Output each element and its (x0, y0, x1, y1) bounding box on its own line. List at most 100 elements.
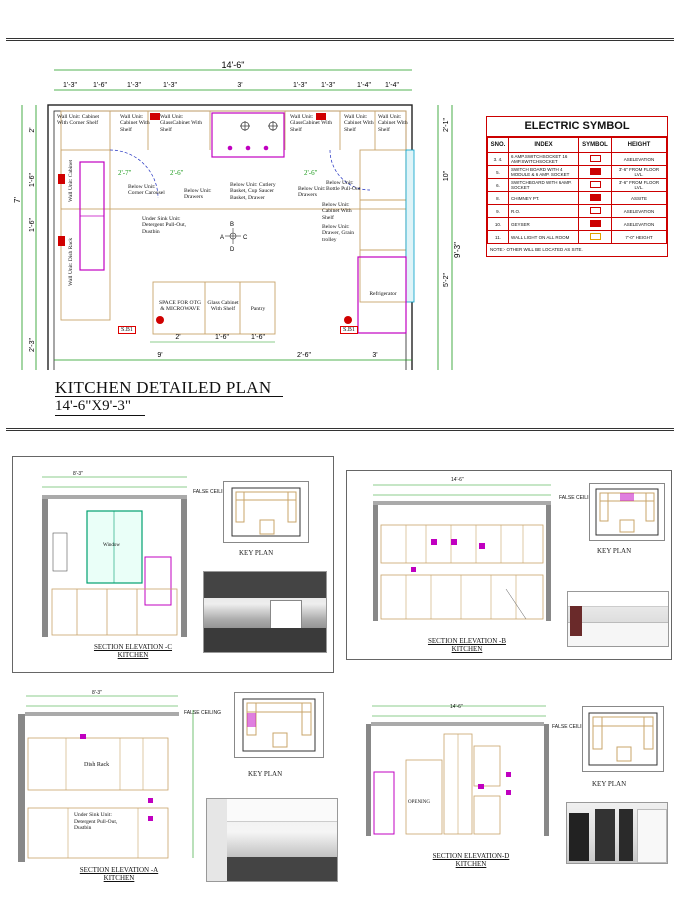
section-a-drawing (18, 695, 194, 862)
label-sb1-left: S.B1 (118, 326, 136, 335)
electric-sno: 6. (487, 178, 509, 192)
top-dims: 1'-3"1'-6"1'-3"1'-3"3'1'-3"1'-3"1'-4"1'-… (63, 82, 399, 89)
top-dim-3: 1'-3" (163, 82, 177, 89)
section-a-under-sink: Under Sink Unit: Detergent Pull-Out, Dus… (74, 812, 118, 831)
plan-size: 14'-6"X9'-3" (55, 398, 131, 414)
header-height: HEIGHT (611, 137, 667, 153)
section-d-width: 14'-6" (450, 704, 463, 710)
right-dim-1: 10" (443, 170, 450, 181)
label-wall-corner: Wall Unit: Cabinet With Corner Shelf (57, 114, 100, 127)
symbol-swatch-icon (589, 207, 601, 214)
header-index: INDEX (508, 137, 579, 153)
header-symbol: SYMBOL (578, 137, 612, 153)
electric-header-row: SNO. INDEX SYMBOL HEIGHT (487, 137, 667, 153)
label-bottle: Below Unit: Bottle Pull-Out (326, 180, 361, 193)
electric-row: 3. 4.6 AMP.SWITCHSOCKET 16 AMP.SWITCHSOC… (487, 152, 667, 166)
left-dims: 2'1'-6"1'-6"2'-3" (29, 127, 36, 352)
top-dim-1: 1'-6" (93, 82, 107, 89)
top-dim-2: 1'-3" (127, 82, 141, 89)
section-c-drawing (42, 476, 187, 637)
left-dim-2: 1'-6" (29, 218, 36, 232)
electric-title: ELECTRIC SYMBOL (487, 117, 667, 137)
electric-sno: 8. (487, 191, 509, 205)
section-b-title: SECTION ELEVATION -B (427, 637, 507, 645)
electric-height: ASELEVATION (611, 204, 667, 218)
section-d-title: SECTION ELEVATION-D (432, 852, 510, 860)
electric-symbol-table: ELECTRIC SYMBOL SNO. INDEX SYMBOL HEIGHT… (486, 116, 668, 257)
electric-symbol-icon (578, 230, 612, 244)
plan-size-underline (55, 415, 145, 416)
electric-symbol-icon (578, 165, 612, 179)
label-drawers1: Below Unit: Drawers (184, 188, 212, 201)
electric-note: NOTE:- OTHER WILL BE LOCATED AS SITE. (490, 247, 583, 252)
electric-symbol-icon (578, 178, 612, 192)
keyplan-b-label: KEY PLAN (597, 547, 632, 555)
label-otg: SPACE FOR OTG & MICROWAVE (158, 300, 202, 313)
section-b-false-ceiling: FALSE CEILING (559, 495, 596, 501)
bottom-dim-0: 9' (157, 352, 162, 359)
section-a-sub: KITCHEN (103, 874, 135, 882)
electric-height: ASELEVATION (611, 152, 667, 166)
section-c-false-ceiling: FALSE CEILING (193, 489, 230, 495)
label-wall-glass1: Wall Unit: GlassCabinet With Shelf (160, 114, 203, 133)
electric-height: 7'-0" HEIGHT (611, 230, 667, 244)
electric-index: 6 AMP.SWITCHSOCKET 16 AMP.SWITCHSOCKET (508, 152, 579, 166)
door-swing-1 (109, 149, 159, 199)
label-pantry: Pantry (250, 306, 266, 312)
electric-symbol-icon (578, 152, 612, 166)
lower-dim-0: 2' (175, 334, 180, 341)
bottom-island (152, 281, 276, 335)
label-wall-cab3: Wall Unit: Cabinet With Shelf (378, 114, 408, 133)
label-carousel: Below Unit: Corner Carousel (128, 184, 165, 197)
lower-dim-1: 1'-6" (215, 334, 229, 341)
section-c-window: Window (103, 543, 121, 548)
top-dim-8: 1'-4" (385, 82, 399, 89)
header-sno: SNO. (487, 137, 509, 153)
keyplan-a (234, 692, 324, 758)
keyplan-c (223, 481, 309, 543)
right-window (405, 149, 415, 303)
electric-table: SNO. INDEX SYMBOL HEIGHT 3. 4.6 AMP.SWIT… (487, 137, 667, 244)
right-dims: 2'-1"10"5'-2" (443, 118, 450, 287)
hob-lights (240, 121, 278, 131)
electric-index: SWITCHBOARD WITH 6AMP. SOCKET (508, 178, 579, 192)
section-b-width: 14'-6" (451, 477, 464, 483)
compass (225, 228, 241, 244)
refrigerator (357, 256, 407, 334)
symbol-swatch-icon (589, 194, 601, 201)
left-dim-3: 2'-3" (29, 338, 36, 352)
label-fridge: Refrigerator (369, 291, 397, 297)
bottom-dims: 9'2'-6"3' (157, 352, 377, 359)
right-overall-dim: 9'-3" (453, 242, 462, 258)
section-d-drawing (366, 705, 549, 836)
left-dim-0: 2' (29, 127, 36, 132)
label-cabinet-shelf: Below Unit: Cabinet With Shelf (322, 202, 352, 221)
left-counter (60, 149, 111, 321)
label-cutlery: Below Unit: Cutlery Basket, Cup Saucer B… (230, 182, 276, 201)
section-b-panel: 14'-6" FALSE CEILING SECTION ELEVATION -… (346, 470, 672, 660)
section-a-false-ceiling: FALSE CEILING (184, 710, 221, 716)
keyplan-b (589, 483, 665, 541)
section-c-render (203, 571, 327, 653)
section-a-dish-rack: Dish Rack (84, 762, 110, 768)
lower-dims: 2'1'-6"1'-6" (175, 334, 265, 341)
electric-row: 6.SWITCHBOARD WITH 6AMP. SOCKET 3'-6" FRO… (487, 178, 667, 192)
hob-unit (211, 112, 285, 158)
left-overall-dim: 7' (13, 197, 22, 203)
electric-height: 3'-6" FROM FLOOR LVL. (611, 178, 667, 192)
top-dim-4: 3' (237, 82, 242, 89)
section-c-width: 8'-3" (73, 471, 83, 477)
section-c-sub: KITCHEN (117, 651, 149, 659)
section-d-sub: KITCHEN (455, 860, 487, 868)
electric-row: 8.CHIMNEY PT.ASSITE (487, 191, 667, 205)
inner-dim-1: 2'-7" (118, 169, 132, 177)
compass-a: A (220, 235, 224, 241)
electric-sno: 5. (487, 165, 509, 179)
plan-title: KITCHEN DETAILED PLAN (55, 378, 272, 397)
section-b-sub: KITCHEN (451, 645, 483, 653)
label-sink: Under Sink Unit: Detergent Pull-Out, Dus… (142, 216, 187, 235)
symbol-swatch-icon (589, 181, 601, 188)
